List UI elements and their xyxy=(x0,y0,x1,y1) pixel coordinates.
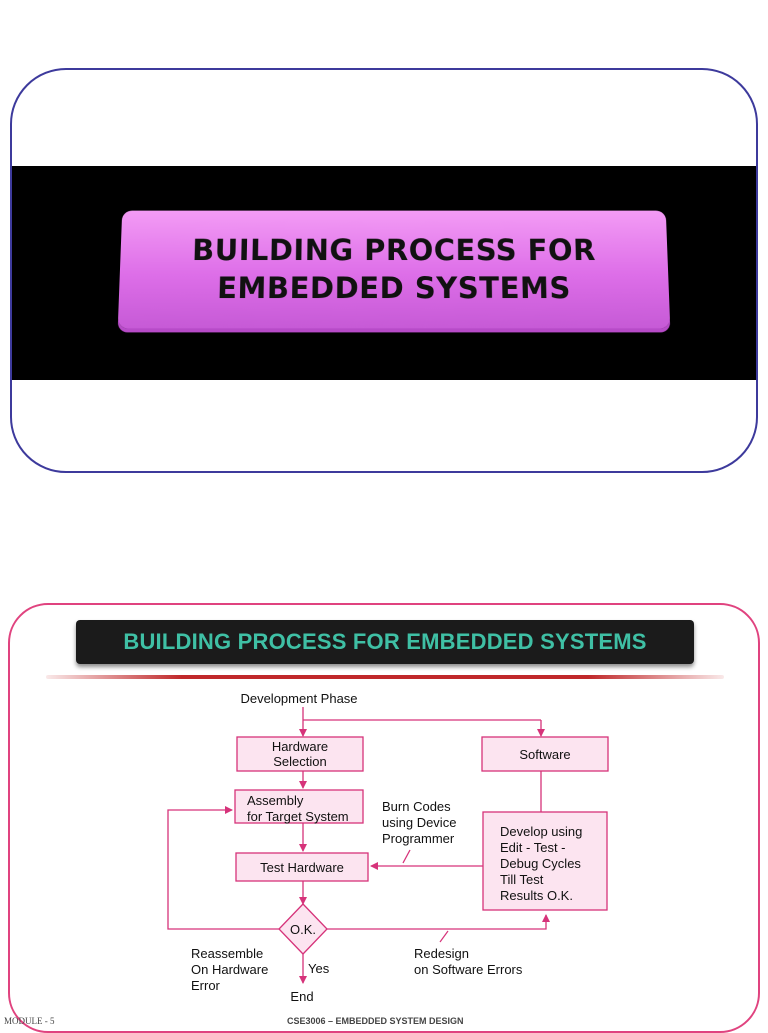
develop-box xyxy=(482,811,608,911)
redesign-label-2: on Software Errors xyxy=(414,962,523,977)
redesign-label-1: Redesign xyxy=(414,946,469,961)
building-process-flowchart: Development Phase Hardware Selection Sof… xyxy=(148,680,618,1010)
title-line-2: EMBEDDED SYSTEMS xyxy=(216,270,572,306)
develop-label-4: Till Test xyxy=(500,872,544,887)
slide-title: BUILDING PROCESS FOR EMBEDDED SYSTEMS xyxy=(123,629,647,654)
burn-label-1: Burn Codes xyxy=(382,799,451,814)
title-banner: BUILDING PROCESS FOR EMBEDDED SYSTEMS xyxy=(117,210,671,329)
burn-label-3: Programmer xyxy=(382,831,455,846)
assembly-label-2: for Target System xyxy=(247,809,349,824)
development-phase-label: Development Phase xyxy=(240,691,357,706)
ok-label: O.K. xyxy=(290,922,316,937)
ok-decision xyxy=(278,903,328,955)
reassemble-label-1: Reassemble xyxy=(191,946,263,961)
footer-module: MODULE - 5 xyxy=(4,1016,55,1026)
hardware-label-1: Hardware xyxy=(272,739,328,754)
assembly-box xyxy=(234,789,364,824)
reassemble-label-3: Error xyxy=(191,978,221,993)
title-slide: BUILDING PROCESS FOR EMBEDDED SYSTEMS xyxy=(10,68,758,473)
develop-label-5: Results O.K. xyxy=(500,888,573,903)
develop-label-3: Debug Cycles xyxy=(500,856,581,871)
reassemble-loop xyxy=(167,806,279,930)
software-label: Software xyxy=(519,747,570,762)
hardware-label-2: Selection xyxy=(273,754,326,769)
develop-label-2: Edit - Test - xyxy=(500,840,566,855)
title-line-1: BUILDING PROCESS FOR xyxy=(191,233,597,268)
assembly-label-1: Assembly xyxy=(247,793,304,808)
slide-title-bar: BUILDING PROCESS FOR EMBEDDED SYSTEMS xyxy=(76,620,694,664)
reassemble-label-2: On Hardware xyxy=(191,962,268,977)
end-label: End xyxy=(290,989,313,1004)
redesign-loop xyxy=(327,914,550,930)
burn-codes-pointer xyxy=(402,849,411,864)
yes-label: Yes xyxy=(308,961,330,976)
burn-label-2: using Device xyxy=(382,815,456,830)
develop-label-1: Develop using xyxy=(500,824,582,839)
title-underline xyxy=(46,675,724,679)
test-hardware-box xyxy=(235,852,369,882)
software-box xyxy=(481,736,609,772)
hardware-selection-box xyxy=(236,736,364,772)
redesign-pointer xyxy=(439,930,449,943)
test-hardware-label: Test Hardware xyxy=(260,860,344,875)
footer-course: CSE3006 – EMBEDDED SYSTEM DESIGN xyxy=(287,1016,464,1026)
